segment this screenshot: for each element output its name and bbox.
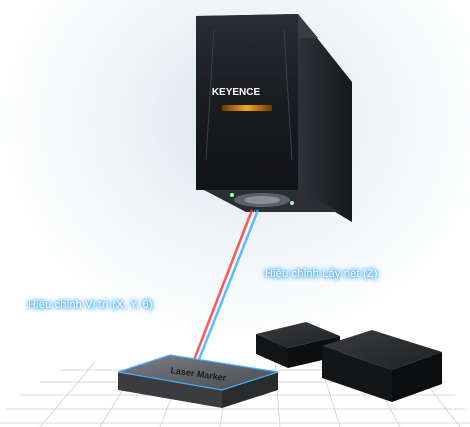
brand-logo: KEYENCE [212, 87, 261, 98]
status-light [222, 105, 272, 111]
laser-marker-head [196, 14, 352, 222]
workpiece-active [117, 354, 279, 408]
laser-beams [192, 209, 260, 363]
workpiece-large [322, 330, 442, 402]
focus-correction-label: Hiệu chỉnh Lấy nét (Z) [265, 268, 378, 280]
position-correction-label: Hiệu chỉnh Vị trí (X, Y, θ) [28, 299, 153, 311]
workpiece-small [256, 322, 340, 368]
